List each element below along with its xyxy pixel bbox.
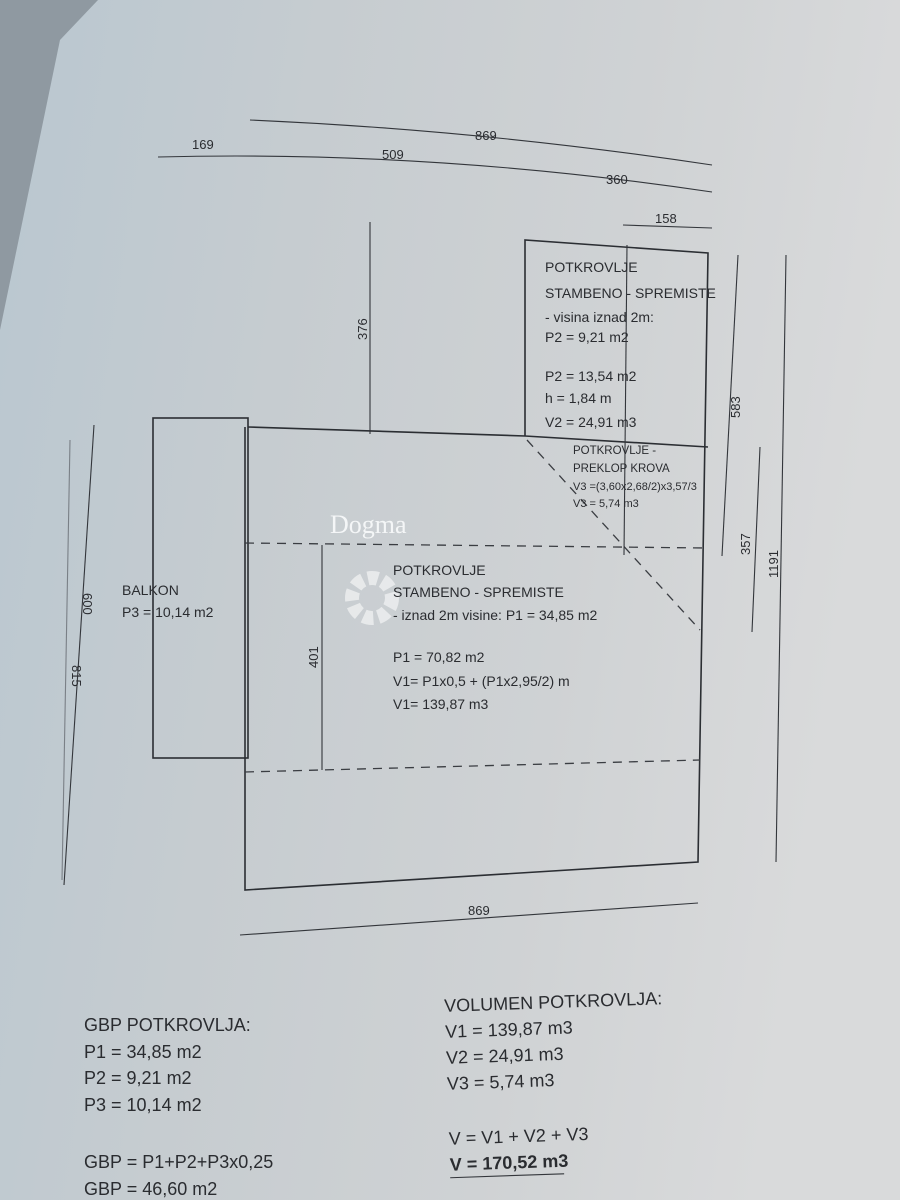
plan-text: P1 = 70,82 m2 — [393, 649, 485, 665]
plan-text: P2 = 9,21 m2 — [545, 329, 629, 345]
plan-text: STAMBENO - SPREMISTE — [545, 285, 716, 301]
plan-text: - iznad 2m visine: P1 = 34,85 m2 — [393, 607, 597, 623]
dim-top-left: 169 — [192, 137, 214, 152]
plan-text: - visina iznad 2m: — [545, 309, 654, 325]
room-balcony-label: BALKON P3 = 10,14 m2 — [122, 582, 214, 620]
dim-top-right: 360 — [606, 172, 628, 187]
watermark-logo: Dogma — [330, 510, 407, 625]
dim-401: 401 — [306, 646, 321, 668]
dim-815: 815 — [69, 665, 84, 687]
plan-text: P3 = 10,14 m2 — [122, 604, 214, 620]
volume-result: V = 170,52 m3 — [449, 1151, 568, 1175]
plan-text: PREKLOP KROVA — [573, 463, 670, 475]
gbp-formula: GBP = P1+P2+P3x0,25 — [84, 1152, 273, 1172]
plan-text: POTKROVLJE — [393, 562, 486, 578]
plan-text: P3 = 10,14 m2 — [84, 1095, 202, 1115]
room-roof-overlap-label: POTKROVLJE - PREKLOP KROVA V3 =(3,60x2,6… — [573, 445, 697, 510]
plan-text: V1= 139,87 m3 — [393, 696, 489, 712]
gbp-summary: GBP POTKROVLJA: P1 = 34,85 m2 P2 = 9,21 … — [84, 1015, 273, 1199]
plan-text: V2 = 24,91 m3 — [545, 414, 637, 430]
plan-text: STAMBENO - SPREMISTE — [393, 584, 564, 600]
plan-text: P1 = 34,85 m2 — [84, 1042, 202, 1062]
bottom-dimension: 869 — [239, 902, 699, 936]
plan-text: V2 = 24,91 m3 — [446, 1044, 564, 1068]
dim-357: 357 — [738, 533, 753, 555]
watermark-text: Dogma — [330, 510, 407, 539]
gbp-title: GBP POTKROVLJA: — [84, 1015, 251, 1035]
dim-bottom-total: 869 — [468, 903, 490, 918]
plan-text: POTKROVLJE - — [573, 445, 656, 457]
plan-text: V3 = 5,74 m3 — [447, 1070, 555, 1094]
plan-text: V1= P1x0,5 + (P1x2,95/2) m — [393, 673, 570, 689]
plan-text: V3 =(3,60x2,68/2)x3,57/3 — [573, 481, 697, 493]
dim-top-total: 869 — [475, 128, 497, 143]
plan-text: V3 = 5,74 m3 — [573, 498, 639, 510]
dim-top-middle: 509 — [382, 147, 404, 162]
gbp-result: GBP = 46,60 m2 — [84, 1179, 217, 1199]
plan-outline — [152, 239, 709, 891]
plan-text: P2 = 9,21 m2 — [84, 1068, 192, 1088]
plan-text: BALKON — [122, 582, 179, 598]
dim-376: 376 — [355, 318, 370, 340]
room-main-label: POTKROVLJE STAMBENO - SPREMISTE - iznad … — [393, 562, 597, 712]
dim-583: 583 — [728, 396, 743, 418]
volume-formula: V = V1 + V2 + V3 — [448, 1124, 588, 1149]
plan-text: P2 = 13,54 m2 — [545, 368, 637, 384]
dim-1191: 1191 — [766, 550, 781, 578]
room-upper-label: POTKROVLJE STAMBENO - SPREMISTE - visina… — [545, 259, 716, 430]
plan-text: h = 1,84 m — [545, 390, 612, 406]
plan-text: POTKROVLJE — [545, 259, 638, 275]
top-dimensions: 869 169 509 360 158 — [157, 119, 713, 229]
dim-600: 600 — [80, 593, 95, 615]
plan-text: V1 = 139,87 m3 — [445, 1017, 573, 1041]
vertical-dimensions: 376 401 583 357 1191 600 815 — [61, 222, 787, 886]
dim-top-small: 158 — [655, 211, 677, 226]
